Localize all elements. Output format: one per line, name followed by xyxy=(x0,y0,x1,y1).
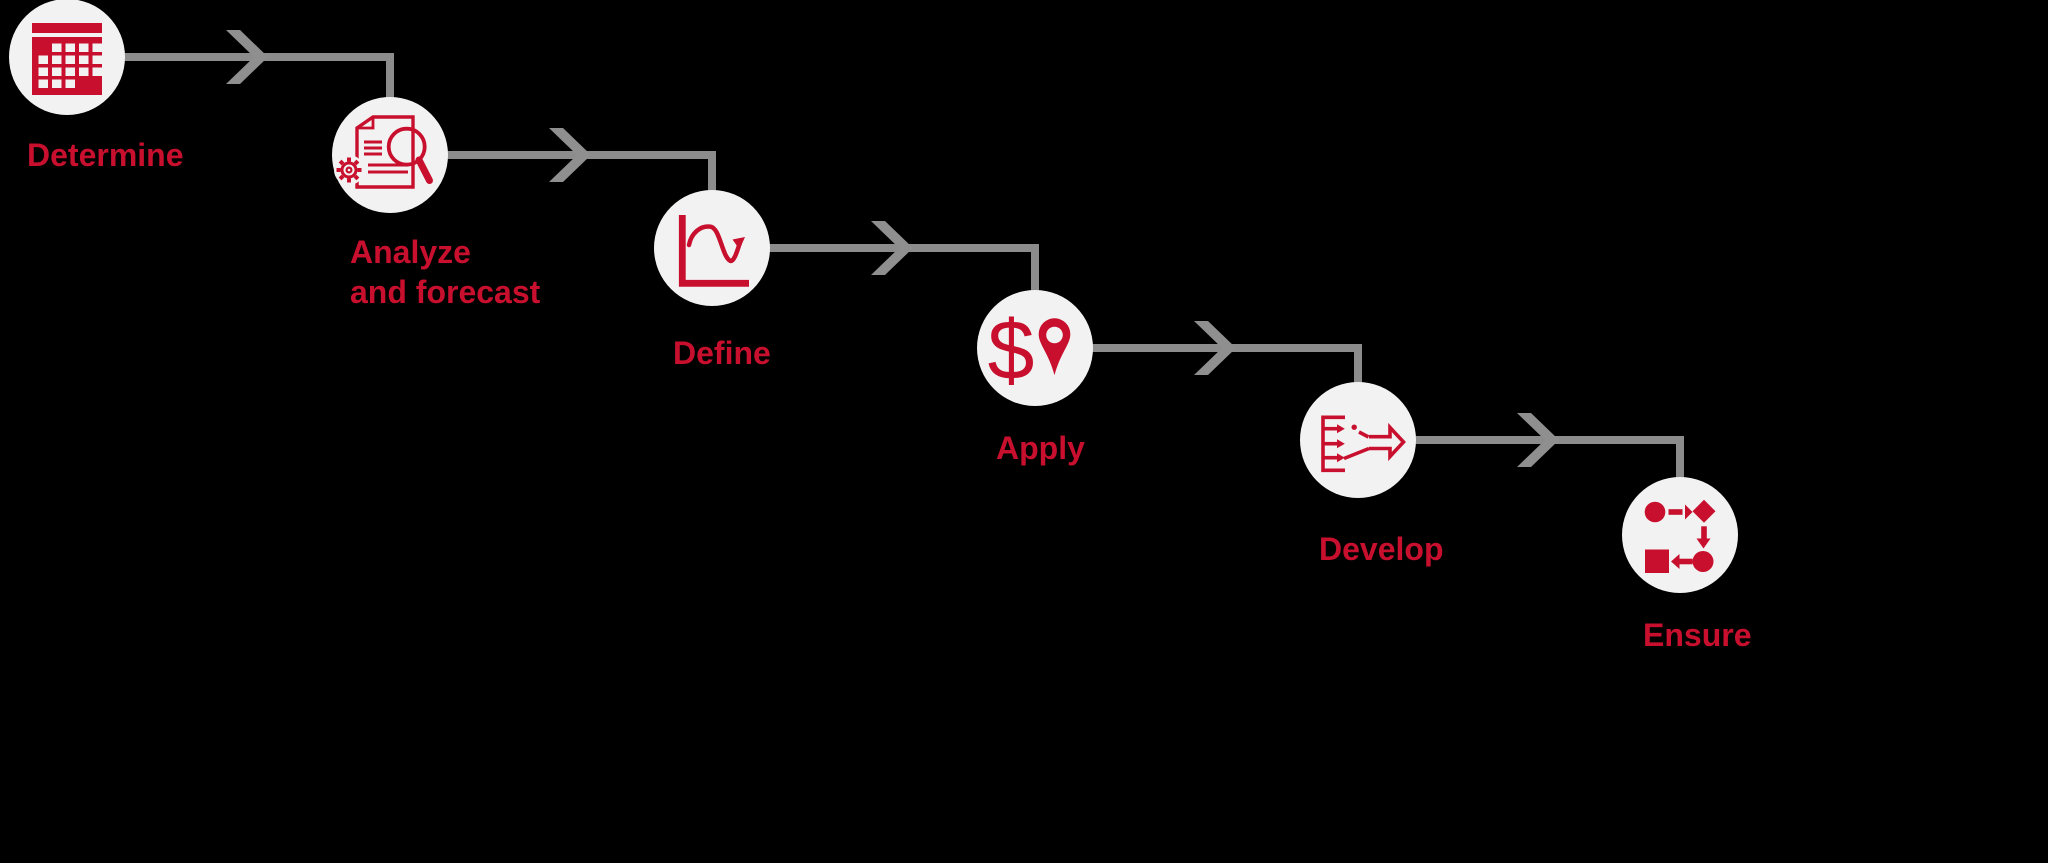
magnifier-icon xyxy=(386,126,433,184)
step-label-determine: Determine xyxy=(27,137,184,173)
branch-merge-arrow-icon xyxy=(1321,415,1406,473)
chevron-arrow-icon xyxy=(226,30,268,84)
step-node-apply: $ xyxy=(977,290,1093,406)
gear-icon xyxy=(334,155,364,185)
dollar-glyph: $ xyxy=(988,303,1035,397)
step-node-develop xyxy=(1300,382,1416,498)
calendar-icon xyxy=(32,23,102,95)
step-node-analyze xyxy=(332,97,448,213)
dollar-map-pin-icon: $ xyxy=(988,303,1071,397)
chevron-arrow-icon xyxy=(1517,413,1559,467)
step-label-develop: Develop xyxy=(1319,531,1444,567)
step-label-analyze: Analyze and forecast xyxy=(350,234,541,310)
document-magnifier-gear-icon xyxy=(334,115,433,189)
chevron-arrow-icon xyxy=(871,221,913,275)
process-workflow-icon xyxy=(1644,499,1716,573)
step-label-ensure: Ensure xyxy=(1643,617,1752,653)
step-label-apply: Apply xyxy=(996,430,1085,466)
step-node-ensure xyxy=(1622,477,1738,593)
step-label-define: Define xyxy=(673,335,771,371)
trend-curve-chart-icon xyxy=(678,215,749,287)
map-pin-icon xyxy=(1038,318,1071,376)
step-node-define xyxy=(654,190,770,306)
chevron-arrow-icon xyxy=(1194,321,1236,375)
chevron-arrow-icon xyxy=(549,128,591,182)
step-node-determine xyxy=(9,0,125,115)
